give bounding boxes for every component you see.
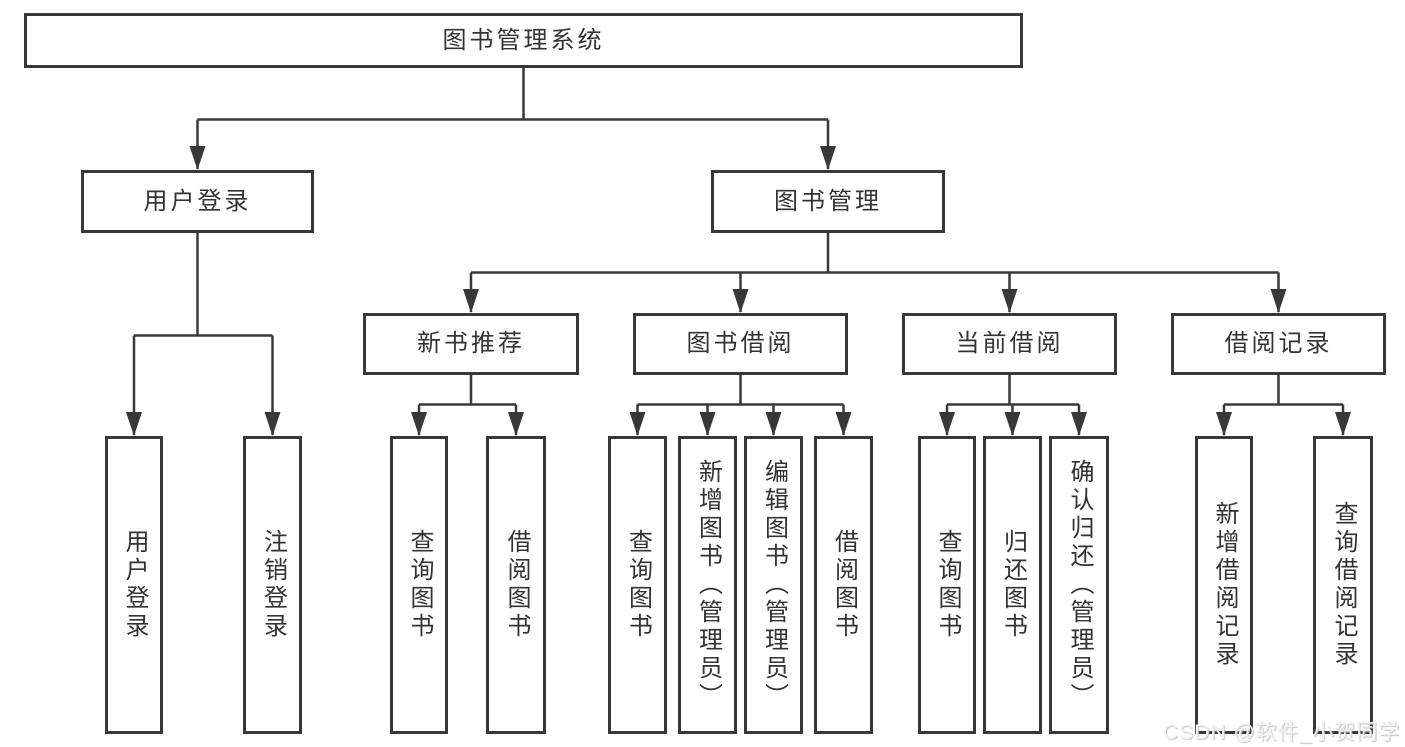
node-label: 借阅图书 [830, 529, 858, 641]
node-label: 归还图书 [999, 529, 1027, 641]
node-label: 图书管理 [774, 187, 882, 215]
node-label: 借阅记录 [1224, 330, 1333, 357]
connector-borrowing-to-leaves [629, 375, 852, 436]
node-label: 注销登录 [259, 529, 287, 641]
node-label: 新书推荐 [417, 330, 525, 357]
connector-userlogin-to-leaves [126, 233, 281, 436]
node-leaf-return-books: 归还图书 [983, 436, 1042, 734]
connector-current-to-leaves [939, 375, 1087, 436]
node-leaf-add-borrow-record: 新增借阅记录 [1195, 436, 1253, 734]
node-label: 新增图书（管理员） [694, 459, 722, 711]
node-book-management: 图书管理 [711, 170, 945, 233]
node-label: 查询图书 [624, 529, 652, 641]
node-label: 编辑图书（管理员） [760, 459, 788, 711]
node-leaf-query-borrow-record: 查询借阅记录 [1313, 436, 1373, 734]
node-label: 查询图书 [934, 529, 961, 641]
node-current-borrowing: 当前借阅 [902, 313, 1117, 375]
node-label: 图书管理系统 [442, 26, 605, 54]
node-label: 查询借阅记录 [1330, 501, 1357, 669]
csdn-watermark: CSDN @软件_小贺同学 [1163, 721, 1401, 744]
node-leaf-user-login: 用户登录 [105, 436, 163, 734]
node-leaf-borrow-books-recommend: 借阅图书 [486, 436, 546, 734]
node-leaf-query-books-recommend: 查询图书 [390, 436, 448, 734]
node-leaf-query-books-current: 查询图书 [918, 436, 976, 734]
node-user-login: 用户登录 [81, 170, 314, 233]
node-label: 用户登录 [143, 187, 252, 215]
node-leaf-add-books-admin: 新增图书（管理员） [678, 436, 737, 734]
node-borrowing-records: 借阅记录 [1171, 313, 1386, 375]
node-leaf-confirm-return-admin: 确认归还（管理员） [1049, 436, 1109, 734]
connector-root-to-level2 [189, 68, 836, 170]
node-leaf-logout: 注销登录 [243, 436, 302, 734]
node-label: 查询图书 [406, 529, 433, 641]
node-leaf-edit-books-admin: 编辑图书（管理员） [744, 436, 803, 734]
node-label: 当前借阅 [955, 330, 1064, 357]
connector-recommend-to-leaves [411, 375, 524, 436]
node-label: 借阅图书 [503, 529, 530, 641]
node-label: 新增借阅记录 [1211, 501, 1238, 669]
node-label: 图书借阅 [686, 330, 795, 357]
node-leaf-query-books-borrowing: 查询图书 [608, 436, 667, 734]
node-book-borrowing: 图书借阅 [633, 313, 848, 375]
node-leaf-borrow-books-borrowing: 借阅图书 [814, 436, 873, 734]
connector-bookmgmt-to-level3 [463, 233, 1287, 313]
connector-records-to-leaves [1216, 375, 1351, 436]
node-new-book-recommend: 新书推荐 [363, 313, 579, 375]
node-root-book-management-system: 图书管理系统 [24, 13, 1023, 68]
node-label: 确认归还（管理员） [1066, 459, 1093, 711]
node-label: 用户登录 [121, 529, 148, 641]
